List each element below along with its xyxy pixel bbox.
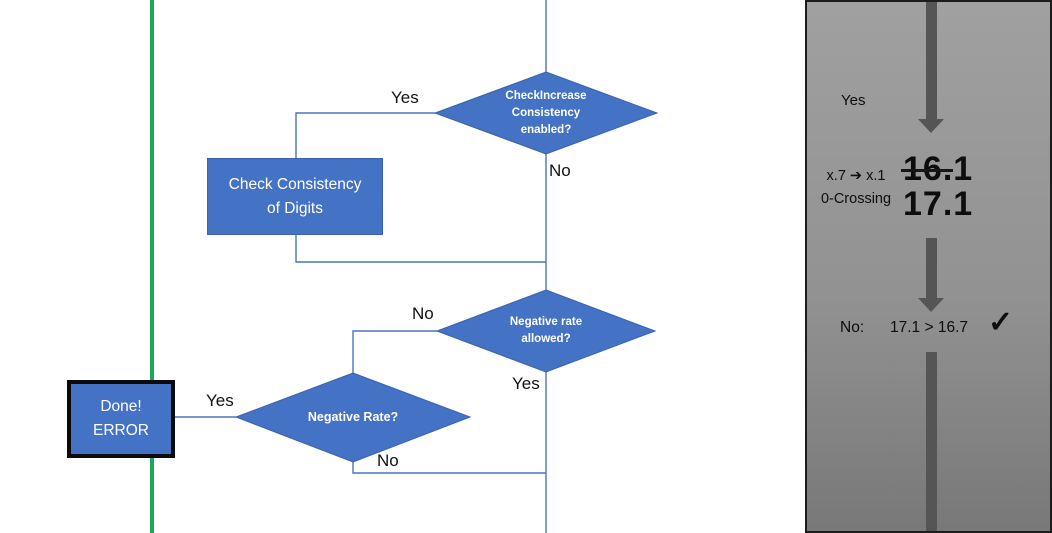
new-value: 17.1 — [903, 185, 974, 223]
decision-diamond-negative-allowed — [435, 289, 657, 373]
decision-diamond-check-increase — [433, 71, 659, 155]
check-consistency-line1: Check Consistency — [228, 175, 362, 193]
down-arrow-1-head-icon — [918, 119, 944, 133]
decision-diamond-negative-rate — [234, 372, 472, 463]
check-consistency-box: Check Consistency of Digits — [207, 158, 383, 235]
done-line: Done! — [100, 398, 142, 415]
comparison-text: 17.1 > 16.7 — [890, 319, 968, 336]
down-arrow-3-shaft-icon — [926, 352, 937, 531]
panel-no-label: No: — [840, 319, 865, 336]
connector-yes-to-check-box — [295, 112, 435, 158]
check-consistency-line2: of Digits — [267, 199, 323, 217]
rule-line2: 0-Crossing — [820, 191, 892, 207]
checkmark-icon: ✓ — [988, 306, 1014, 339]
down-arrow-1-shaft-icon — [926, 2, 937, 120]
label-yes-done: Yes — [206, 391, 234, 410]
label-yes-mid: Yes — [512, 374, 540, 393]
panel-yes-label: Yes — [841, 92, 866, 109]
rule-text: x.7 ➔ x.1 0-Crossing — [807, 165, 905, 211]
connector-negative-rate-return — [352, 462, 546, 474]
down-arrow-2-shaft-icon — [926, 238, 937, 299]
done-error-box: Done! ERROR — [67, 380, 175, 458]
value-comparison-numbers: 16.1 17.1 — [900, 150, 974, 223]
label-no-bottom: No — [377, 451, 399, 470]
rule-line1: x.7 ➔ x.1 — [826, 168, 886, 184]
label-no-mid: No — [412, 304, 434, 323]
down-arrow-2-head-icon — [918, 298, 944, 312]
old-value-strikethrough: 16.1 — [900, 150, 974, 188]
label-yes-top: Yes — [391, 88, 419, 107]
error-line: ERROR — [93, 422, 149, 439]
example-side-panel: Yes x.7 ➔ x.1 0-Crossing 16.1 17.1 No: 1… — [805, 0, 1052, 533]
connector-check-box-return — [295, 235, 546, 263]
connector-no-to-negative-rate — [352, 330, 437, 373]
label-no-top: No — [549, 161, 571, 180]
